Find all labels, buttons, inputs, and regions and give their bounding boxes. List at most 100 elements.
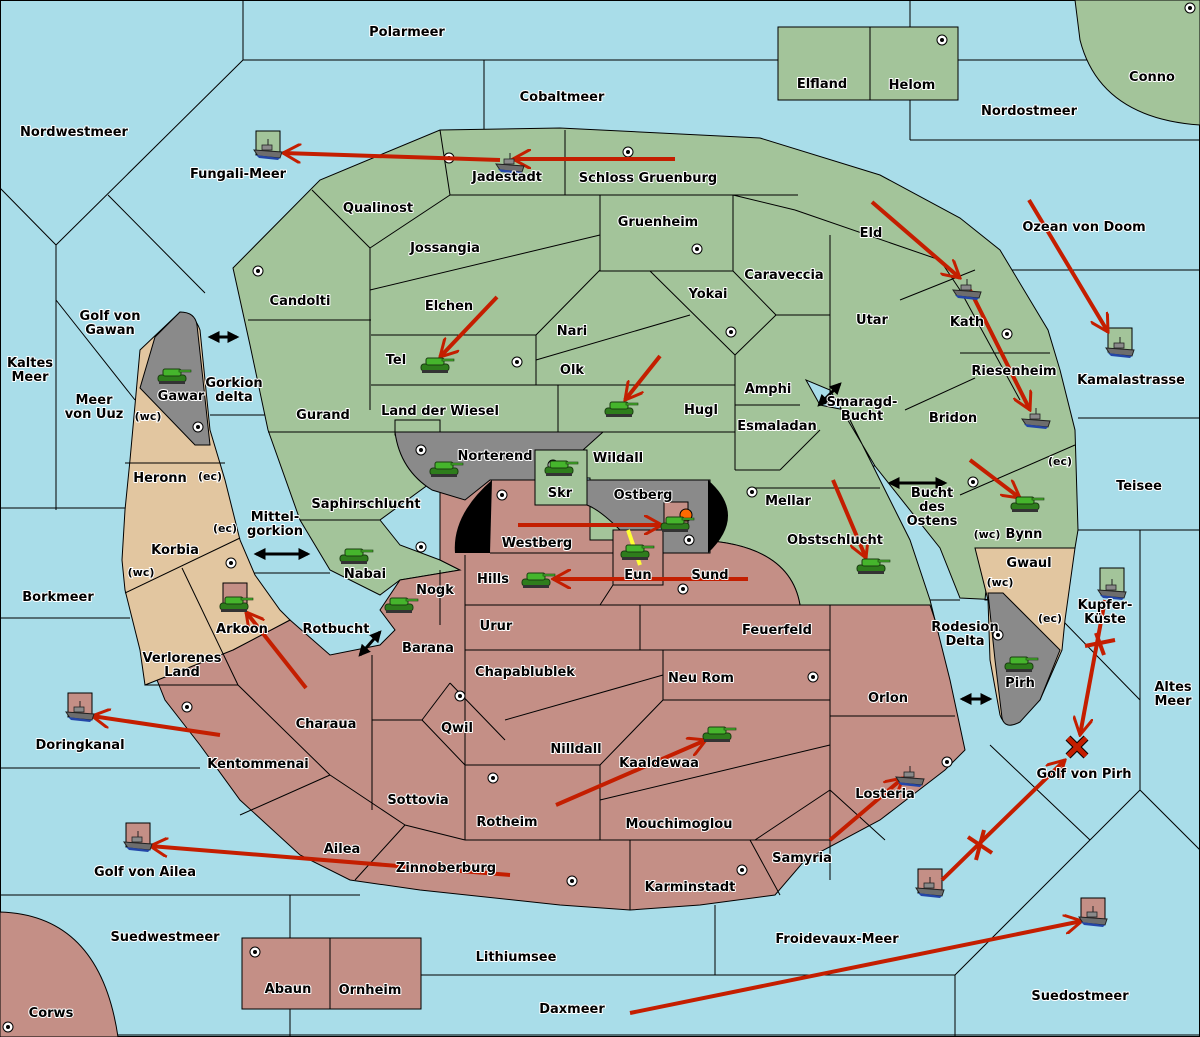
- supply-center-icon: [511, 356, 523, 368]
- supply-center-icon: [736, 864, 748, 876]
- sea-label-doringkanal: Doringkanal: [35, 738, 124, 753]
- order-arrow: [555, 740, 706, 807]
- province-label-qwil: Qwil: [441, 721, 473, 736]
- province-label-chapablublek: Chapablublek: [475, 665, 575, 680]
- province-label-gruenheim: Gruenheim: [618, 215, 698, 230]
- sea-label-suedwestmeer: Suedwestmeer: [110, 930, 220, 945]
- province-skr[interactable]: [534, 449, 588, 506]
- order-arrow: [625, 354, 662, 400]
- supply-center-icon: [487, 772, 499, 784]
- order-arrow: [968, 289, 1030, 410]
- province-label-olk: Olk: [560, 363, 585, 378]
- supply-center-icon: [746, 486, 758, 498]
- double-arrow-icon: [817, 382, 842, 407]
- province-label-jossangia: Jossangia: [409, 241, 480, 256]
- supply-center-icon: [1184, 2, 1196, 14]
- supply-center-icon: [936, 34, 948, 46]
- region-red-south: [144, 479, 966, 911]
- province-label-hills: Hills: [477, 572, 509, 587]
- province-label-conno: Conno: [1129, 70, 1175, 85]
- province-label-caraveccia: Caraveccia: [744, 268, 823, 283]
- sea-label-golf-von-pirh: Golf von Pirh: [1036, 767, 1131, 782]
- sea-label-rotbucht: Rotbucht: [303, 622, 370, 637]
- province-label-corws: Corws: [29, 1006, 74, 1021]
- province-label-hugl: Hugl: [684, 403, 718, 418]
- supply-center-icon: [249, 946, 261, 958]
- province-label-skr: Skr: [548, 486, 573, 501]
- province-elfland[interactable]: [777, 26, 871, 101]
- supply-center-icon: [181, 701, 193, 713]
- sea-label-daxmeer: Daxmeer: [539, 1002, 605, 1017]
- province-label-saphirschlucht: Saphirschlucht: [311, 497, 420, 512]
- order-arrow: [629, 921, 1082, 1015]
- province-label-pirh: Pirh: [1005, 676, 1035, 691]
- sea-label-lithiumsee: Lithiumsee: [476, 950, 557, 965]
- coast-tag: (wc): [135, 410, 162, 423]
- province-label-ornheim: Ornheim: [339, 983, 402, 998]
- sea-label-cobaltmeer: Cobaltmeer: [520, 90, 605, 105]
- province-conno[interactable]: [1074, 0, 1200, 126]
- province-label-eun: Eun: [624, 568, 651, 583]
- sea-label-froidevaux-meer: Froidevaux-Meer: [775, 932, 899, 947]
- sea-label-nordostmeer: Nordostmeer: [981, 104, 1078, 119]
- supply-center-icon: [967, 476, 979, 488]
- supply-center-icon: [725, 326, 737, 338]
- province-label-elfland: Elfland: [797, 77, 847, 92]
- province-label-mouchimoglou: Mouchimoglou: [626, 817, 733, 832]
- sea-label-borkmeer: Borkmeer: [22, 590, 94, 605]
- province-label-nilldall: Nilldall: [550, 742, 601, 757]
- supply-center-icon: [807, 671, 819, 683]
- province-label-zinnoberburg: Zinnoberburg: [396, 861, 496, 876]
- province-ornheim[interactable]: [329, 937, 422, 1010]
- supply-center-icon: [566, 875, 578, 887]
- province-corws[interactable]: [0, 911, 119, 1037]
- supply-center-icon: [941, 756, 953, 768]
- sea-label-golf-von-ailea: Golf von Ailea: [94, 865, 196, 880]
- supply-center-icon: [622, 146, 634, 158]
- sea-label-ozean-von-doom: Ozean von Doom: [1022, 220, 1145, 235]
- province-label-abaun: Abaun: [265, 982, 312, 997]
- coast-tag: (wc): [128, 566, 155, 579]
- province-label-feuerfeld: Feuerfeld: [742, 623, 812, 638]
- supply-center-icon: [454, 690, 466, 702]
- province-label-bridon: Bridon: [929, 411, 977, 426]
- sea-label-kamalastrasse: Kamalastrasse: [1077, 373, 1185, 388]
- province-label-heronn: Heronn: [133, 471, 187, 486]
- supply-center-icon: [677, 583, 689, 595]
- province-label-orlon: Orlon: [868, 691, 908, 706]
- sea-label-polarmeer: Polarmeer: [369, 25, 445, 40]
- province-label-mellar: Mellar: [765, 494, 811, 509]
- province-label-gwaul: Gwaul: [1006, 556, 1051, 571]
- province-label-obstschlucht: Obstschlucht: [787, 533, 883, 548]
- red-x-icon: [1084, 632, 1116, 656]
- province-label-yokai: Yokai: [687, 287, 727, 302]
- province-label-losteria: Losteria: [855, 787, 915, 802]
- province-label-sottovia: Sottovia: [387, 793, 448, 808]
- coast-tag: (ec): [198, 470, 222, 483]
- failed-markers: [679, 508, 1116, 861]
- province-label-bynn: Bynn: [1006, 527, 1043, 542]
- impassable-east: [708, 480, 728, 553]
- province-label-sund: Sund: [691, 568, 728, 583]
- order-arrow: [968, 458, 1020, 498]
- province-label-barana: Barana: [402, 641, 454, 656]
- red-x-icon: [966, 829, 994, 861]
- province-label-candolti: Candolti: [270, 294, 331, 309]
- province-label-urur: Urur: [480, 619, 513, 634]
- province-label-helom: Helom: [889, 78, 936, 93]
- sea-label-kupfer-kueste: Kupfer-Küste: [1078, 598, 1133, 627]
- order-arrow: [831, 479, 866, 558]
- supply-center-icon: [496, 489, 508, 501]
- order-arrow: [92, 716, 221, 737]
- province-label-tel: Tel: [386, 353, 406, 368]
- adjacency-arrows: [207, 331, 993, 705]
- province-label-amphi: Amphi: [745, 382, 792, 397]
- province-label-wildall: Wildall: [593, 451, 643, 466]
- order-arrow: [283, 153, 501, 160]
- province-label-nabai: Nabai: [344, 567, 386, 582]
